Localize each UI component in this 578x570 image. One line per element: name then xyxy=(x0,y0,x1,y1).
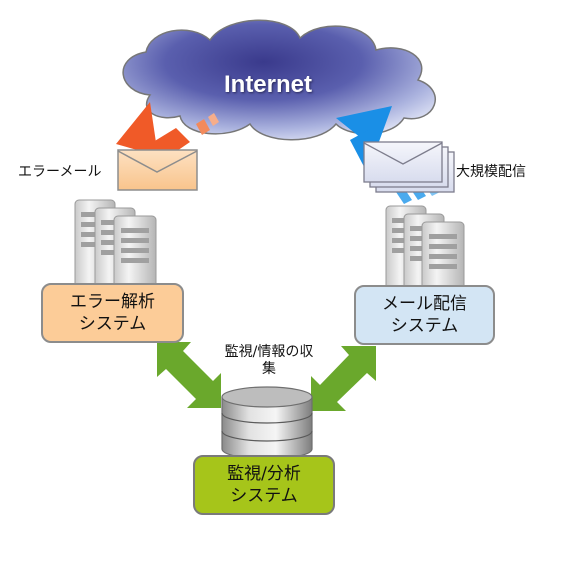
mail-delivery-line2: システム xyxy=(390,316,459,336)
right-sync-arrow xyxy=(311,346,376,411)
monitoring-line2: システム xyxy=(230,486,298,506)
monitoring-line1: 監視/分析 xyxy=(227,464,301,484)
collect-label-line1: 監視/情報の収 xyxy=(224,344,314,360)
mail-delivery-servers-icon xyxy=(385,205,465,295)
monitoring-system-box: 監視/分析 システム xyxy=(193,455,335,515)
error-analysis-line1: エラー解析 xyxy=(70,292,155,312)
mass-delivery-label: 大規模配信 xyxy=(456,164,526,180)
error-analysis-line2: システム xyxy=(78,314,147,334)
error-analysis-servers-icon xyxy=(74,199,157,291)
error-analysis-system-box: エラー解析 システム xyxy=(41,283,184,343)
internet-cloud-icon xyxy=(122,19,436,141)
mass-mail-envelopes-icon xyxy=(363,141,455,193)
collect-label: 監視/情報の収 集 xyxy=(206,344,332,378)
collect-label-line2: 集 xyxy=(262,361,276,377)
mail-delivery-system-box: メール配信 システム xyxy=(354,285,495,345)
error-mail-label: エラーメール xyxy=(18,164,102,180)
database-icon xyxy=(221,386,313,460)
mail-delivery-line1: メール配信 xyxy=(382,294,467,314)
internet-label: Internet xyxy=(223,71,312,98)
error-mail-envelope-icon xyxy=(117,149,198,191)
left-sync-arrow xyxy=(157,342,221,408)
